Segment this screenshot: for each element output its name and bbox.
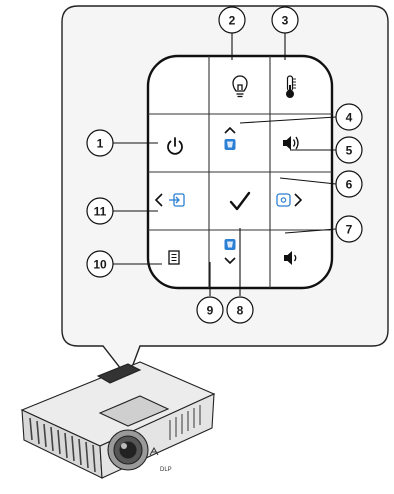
projector-front-vents: [169, 405, 201, 440]
volume-up-icon: [283, 136, 299, 150]
callout-9: 9: [196, 296, 224, 324]
right-arrow-auto-icon: [276, 193, 303, 207]
lamp-icon: [232, 75, 248, 98]
callout-label: 7: [346, 223, 353, 237]
left-arrow-source-icon: [154, 193, 185, 207]
callout-label: 10: [93, 258, 107, 272]
power-icon: [167, 137, 183, 155]
projector-keypad-area: [96, 363, 142, 384]
callout-3: 3: [271, 6, 299, 34]
callout-6: 6: [335, 170, 363, 198]
callout-4: 4: [335, 103, 363, 131]
keypad-grid: [148, 56, 332, 288]
callout-label: 8: [237, 304, 244, 318]
down-arrow-keystone-icon: [224, 239, 236, 265]
projector-top-recess: [98, 395, 170, 427]
lens-icon: [107, 429, 149, 471]
callout-8: 8: [226, 296, 254, 324]
callout-label: 2: [229, 14, 236, 28]
dlp-brand-mark: DLP: [160, 467, 172, 473]
callout-markers: 1 2 3 4 5 6 7 8 9 10 11: [86, 6, 363, 324]
enter-checkmark-icon: [229, 191, 251, 211]
callout-label: 9: [207, 304, 214, 318]
callout-leaders: [113, 32, 337, 296]
brand-logo-icon: [149, 446, 159, 456]
menu-icon: [168, 250, 180, 265]
callout-label: 4: [346, 111, 353, 125]
volume-down-icon: [284, 251, 297, 265]
callout-2: 2: [218, 6, 246, 34]
callout-label: 1: [97, 137, 104, 151]
callout-label: 5: [346, 144, 353, 158]
callout-1: 1: [86, 129, 114, 157]
projector-illustration: DLP: [20, 361, 216, 479]
callout-11: 11: [86, 197, 114, 225]
up-arrow-keystone-icon: [224, 126, 236, 150]
callout-label: 3: [282, 14, 289, 28]
callout-5: 5: [335, 136, 363, 164]
temperature-icon: [286, 75, 296, 98]
callout-label: 6: [346, 178, 353, 192]
callout-10: 10: [86, 250, 114, 278]
callout-label: 11: [94, 205, 107, 219]
projector-vents: [29, 417, 96, 473]
callout-7: 7: [335, 215, 363, 243]
